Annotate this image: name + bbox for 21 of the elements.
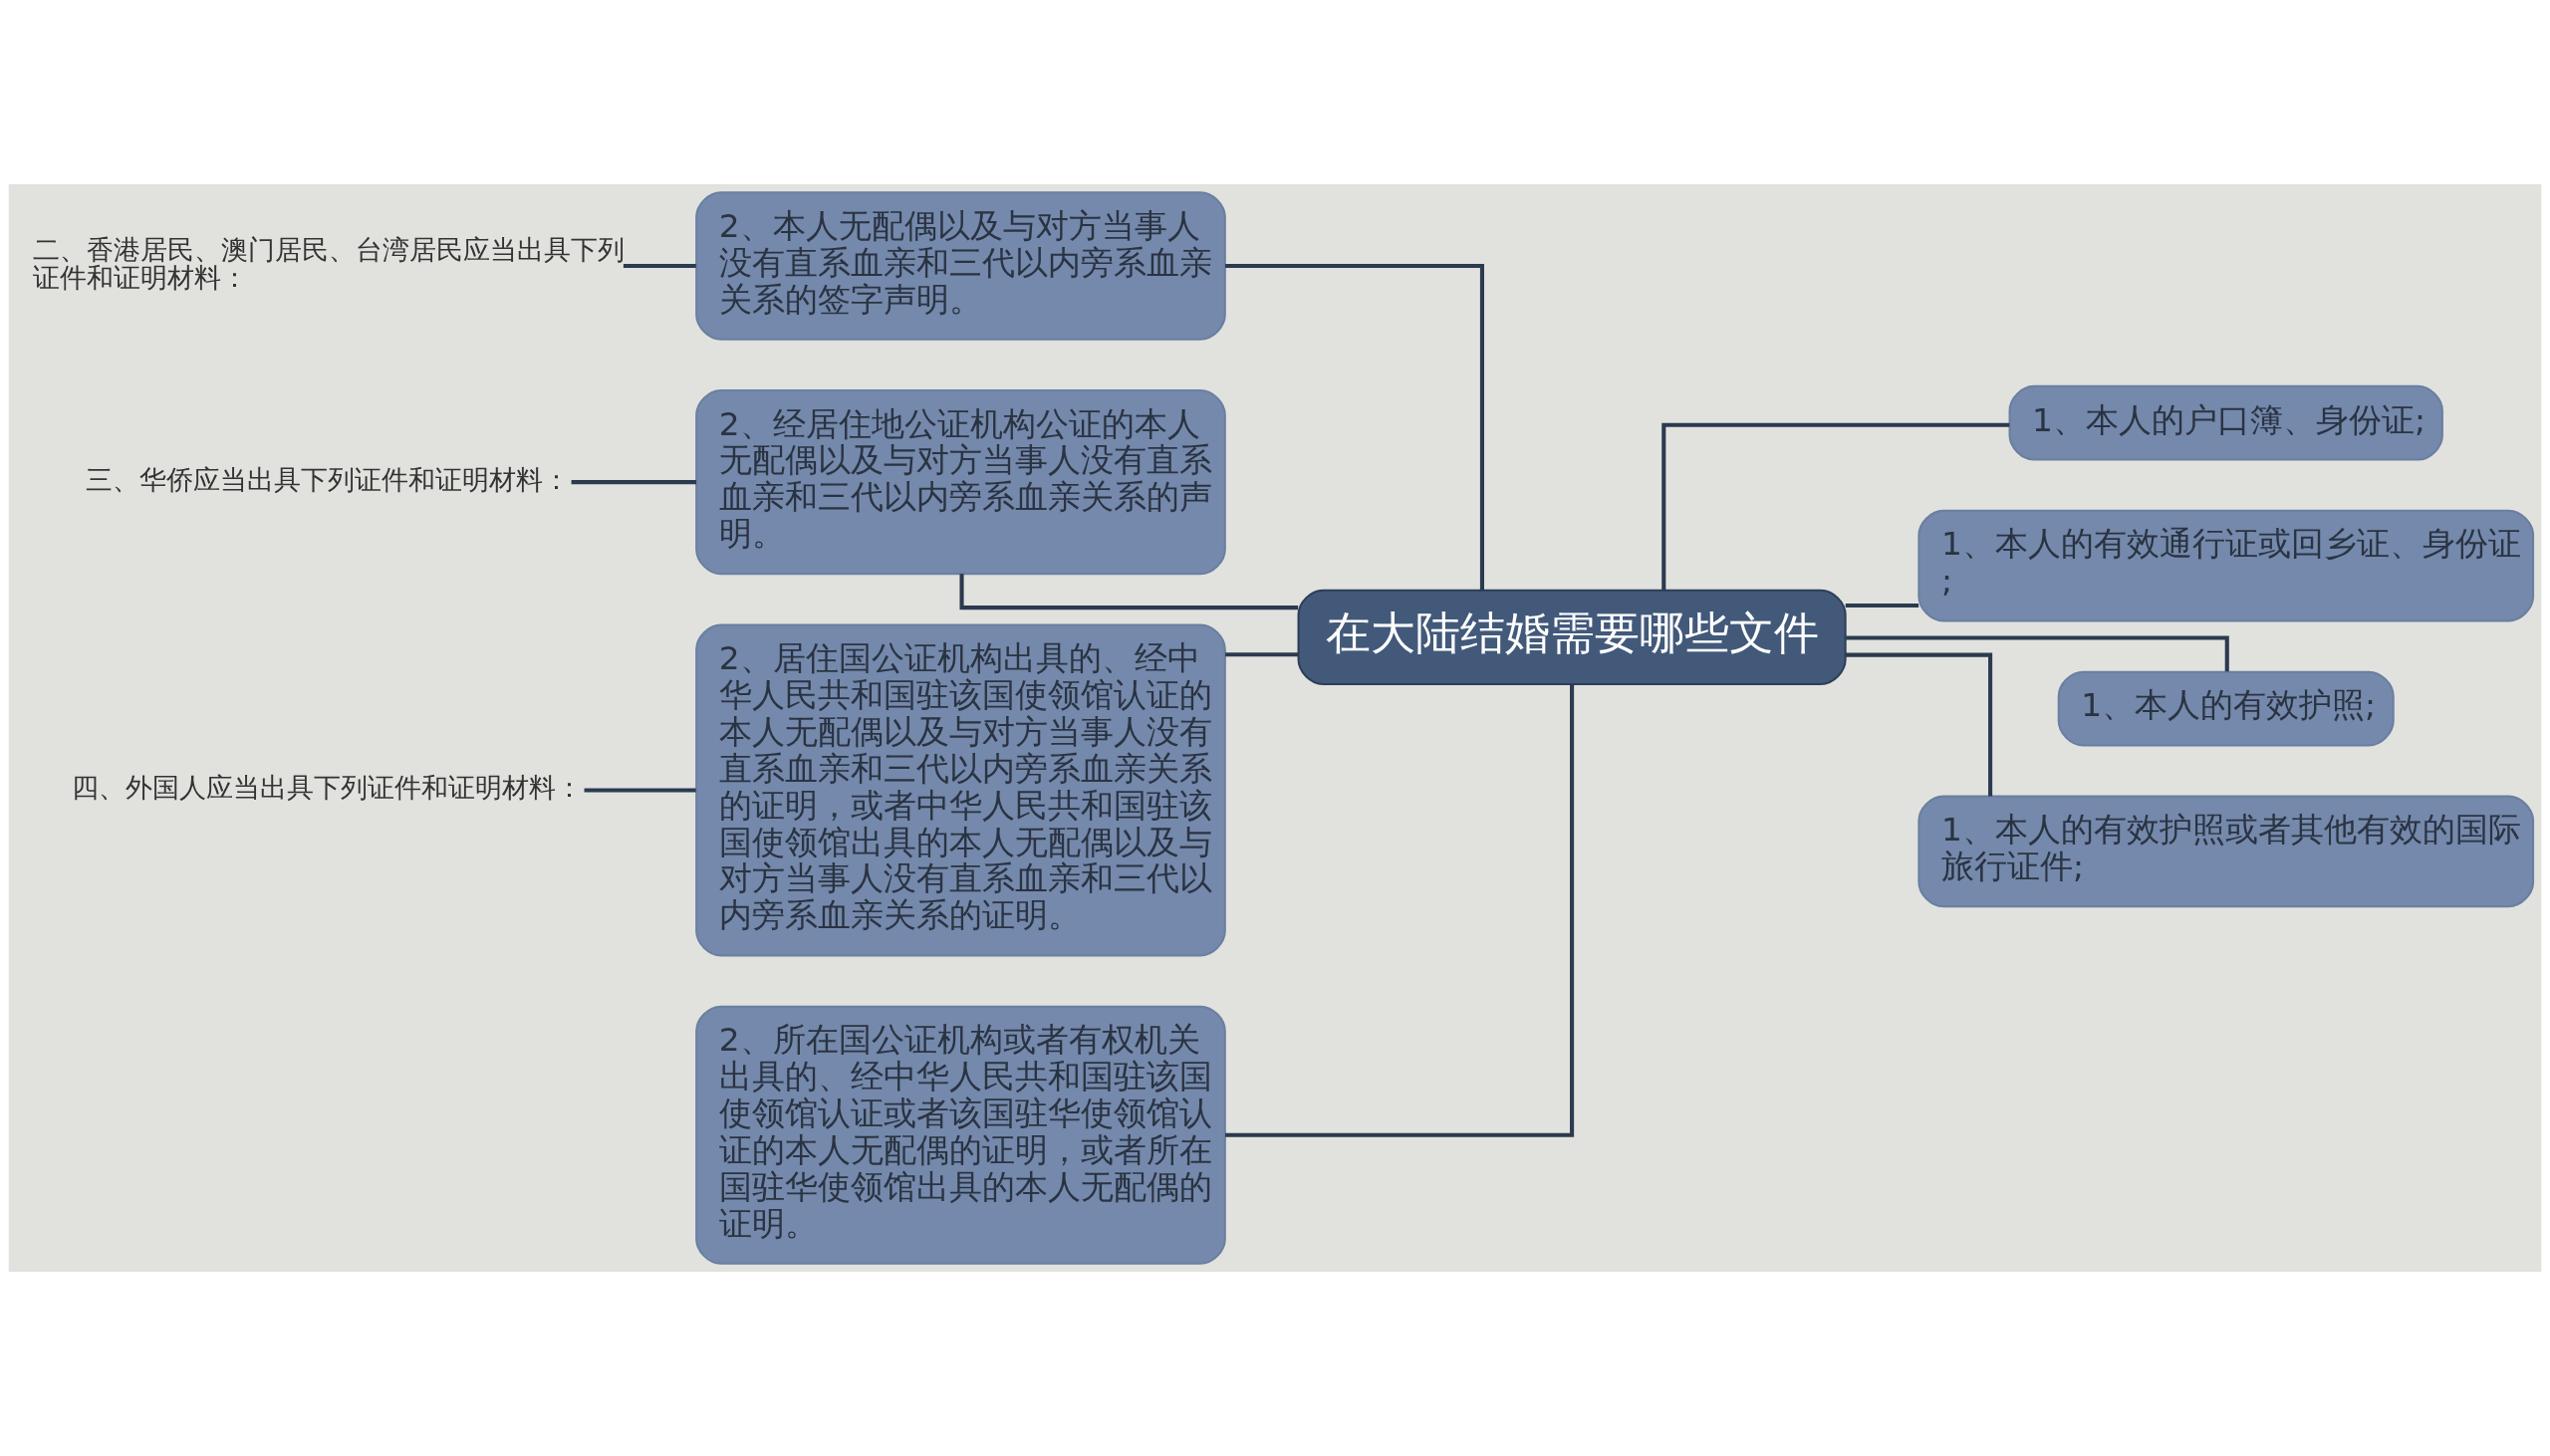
connector	[1225, 684, 1575, 1137]
node-text: 四、外国人应当出具下列证件和证明材料：	[72, 772, 584, 804]
node-box: 2、经居住地公证机构公证的本人无配偶以及与对方当事人没有直系血亲和三代以内旁系血亲关系的声明。	[695, 388, 1226, 576]
connector	[584, 788, 696, 793]
connector	[1845, 604, 1919, 608]
node-text: 二、香港居民、澳门居民、台湾居民应当出具下列证件和证明材料：	[33, 233, 626, 294]
connector	[571, 480, 697, 485]
node-box: 2、本人无配偶以及与对方当事人没有直系血亲和三代以内旁系血亲关系的签字声明。	[695, 191, 1226, 341]
node-box: 在大陆结婚需要哪些文件	[1297, 589, 1847, 685]
connector	[1661, 422, 2010, 591]
node-box: 1、本人的户口簿、身份证;	[2008, 384, 2443, 461]
node-box: 1、本人的有效护照或者其他有效的国际旅行证件;	[1917, 795, 2535, 908]
connector	[1225, 263, 1484, 591]
node-box: 1、本人的有效护照;	[2057, 670, 2395, 747]
node-box: 2、所在国公证机构或者有权机关出具的、经中华人民共和国驻该国使领馆认证或者该国驻华使领馆认证的本人无配偶的证明，或者所在国驻华使领馆出具的本人无配偶的证明。	[695, 1005, 1226, 1265]
node-box: 2、居住国公证机构出具的、经中华人民共和国驻该国使领馆认证的本人无配偶以及与对方当事人没有直系血亲和三代以内旁系血亲关系的证明，或者中华人民共和国驻该国使领馆出具的本人无配偶以及与对方当事人没有直系血亲和三代以内旁系血亲关系的证明。	[695, 623, 1226, 957]
connector	[1845, 652, 1993, 797]
connector	[1225, 652, 1299, 657]
node-text: 三、华侨应当出具下列证件和证明材料：	[85, 464, 570, 496]
connector	[623, 263, 696, 268]
node-box: 1、本人的有效通行证或回乡证、身份证;	[1917, 509, 2535, 622]
